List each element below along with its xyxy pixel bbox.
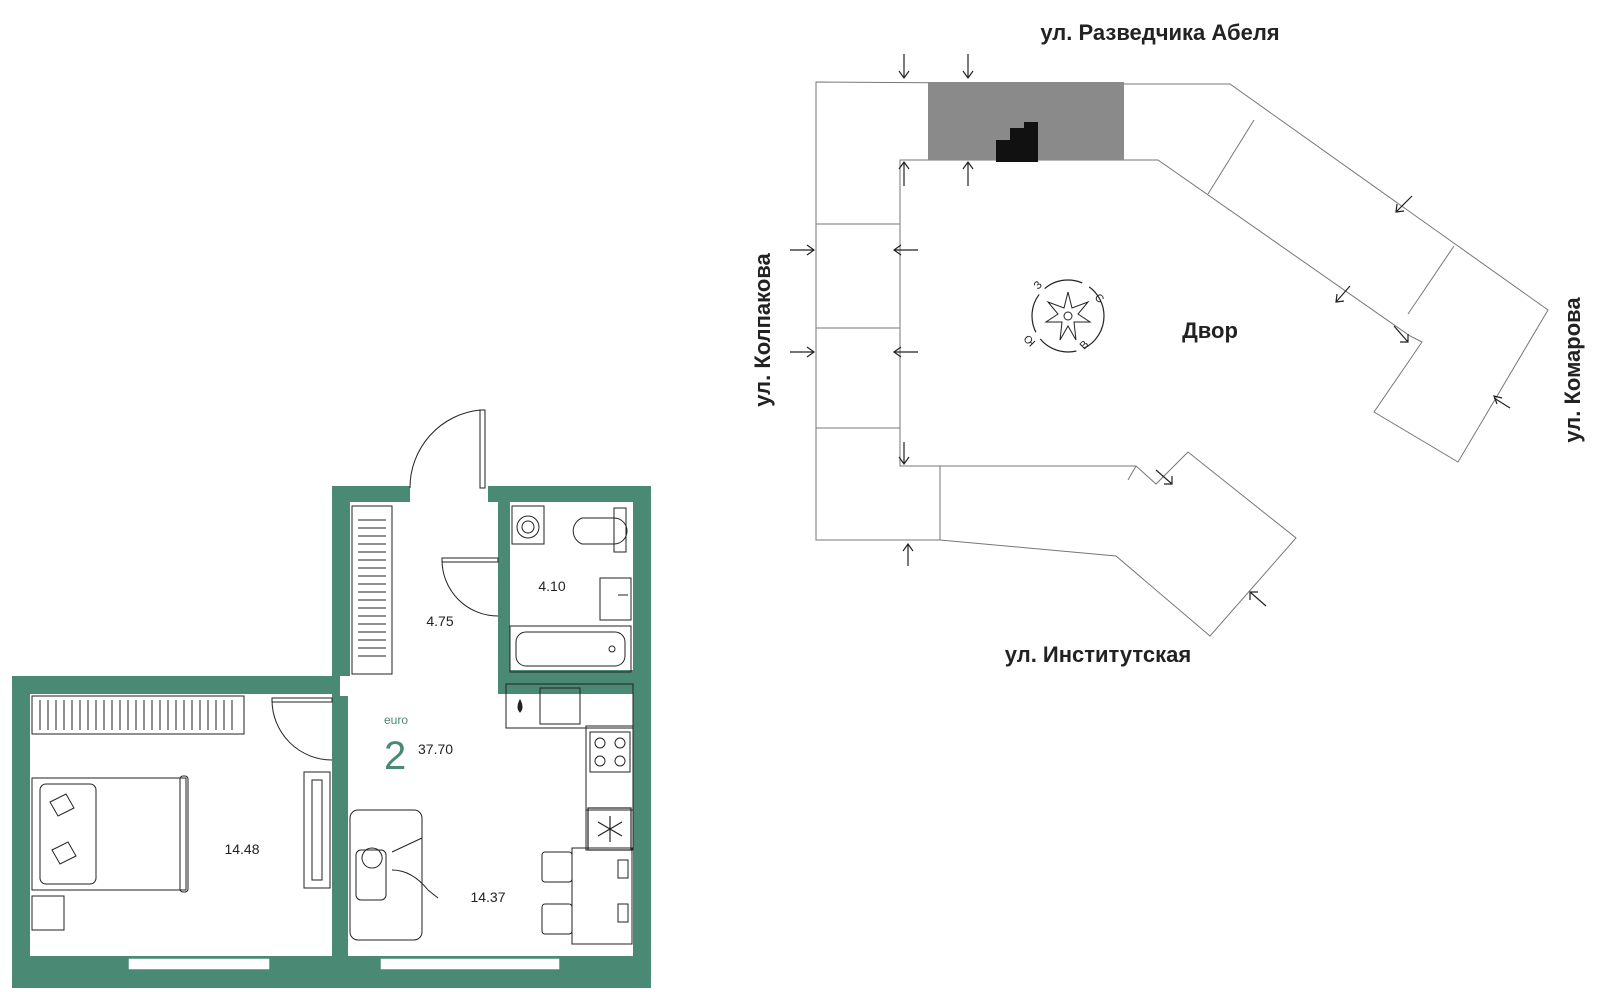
bathroom-wall — [498, 502, 510, 562]
sofa-icon — [349, 809, 439, 941]
street-top-label: ул. Разведчика Абеля — [1040, 20, 1279, 45]
bed-icon — [31, 775, 189, 893]
compass-east: В — [1078, 338, 1092, 352]
fridge-snowflake-icon — [587, 807, 632, 851]
compass-rose-icon: С В Ю З — [1022, 279, 1106, 353]
site-plan: С В Ю З Двор ул. Разведчика Абеля ул. Ин… — [750, 20, 1585, 667]
selected-section-marker — [996, 122, 1038, 162]
bedroom-wardrobe — [31, 695, 245, 735]
bathroom-door — [441, 557, 499, 617]
entrance-opening — [410, 482, 488, 504]
bedroom-door — [271, 697, 333, 761]
apartment-type-label: euro — [384, 713, 408, 727]
apartment-plan: 4.10 4.75 — [12, 409, 651, 988]
compass-west: З — [1032, 279, 1045, 292]
bathroom-area: 4.10 — [538, 578, 565, 594]
bathroom-wall-lower — [498, 612, 510, 682]
bedroom-living-wall — [332, 760, 348, 956]
toilet-icon — [572, 507, 628, 553]
hall-area: 4.75 — [426, 613, 453, 629]
dining-table — [541, 847, 633, 945]
bathtub-icon — [509, 625, 632, 673]
wardrobe-icon — [351, 505, 393, 675]
courtyard-label: Двор — [1182, 318, 1238, 343]
washing-machine-icon — [511, 505, 545, 545]
bedroom-window — [127, 957, 271, 971]
street-right-label: ул. Комарова — [1560, 297, 1585, 443]
living-window — [379, 957, 561, 971]
building-outline — [815, 81, 1549, 637]
street-bottom-label: ул. Институтская — [1005, 642, 1191, 667]
compass-south: Ю — [1022, 332, 1038, 348]
bedroom-area: 14.48 — [224, 841, 259, 857]
apartment-total-area: 37.70 — [418, 741, 453, 757]
bathroom-bottom-wall — [498, 670, 633, 682]
entrance-door — [409, 409, 486, 489]
kitchen-sink-icon — [517, 687, 581, 725]
sink-icon — [599, 577, 632, 621]
street-left-label: ул. Колпакова — [750, 252, 775, 406]
living-area: 14.37 — [470, 889, 505, 905]
hall-left-wall — [332, 486, 350, 676]
tv-stand — [303, 771, 331, 889]
apartment-badge: euro 2 37.70 — [384, 713, 453, 778]
entrance-arrow-icon — [790, 54, 1511, 607]
apartment-rooms-count: 2 — [384, 734, 406, 778]
compass-north: С — [1092, 292, 1106, 306]
section-dividers — [816, 119, 1455, 540]
nightstand — [31, 895, 65, 931]
windows — [127, 957, 561, 971]
stove-icon — [589, 731, 631, 773]
